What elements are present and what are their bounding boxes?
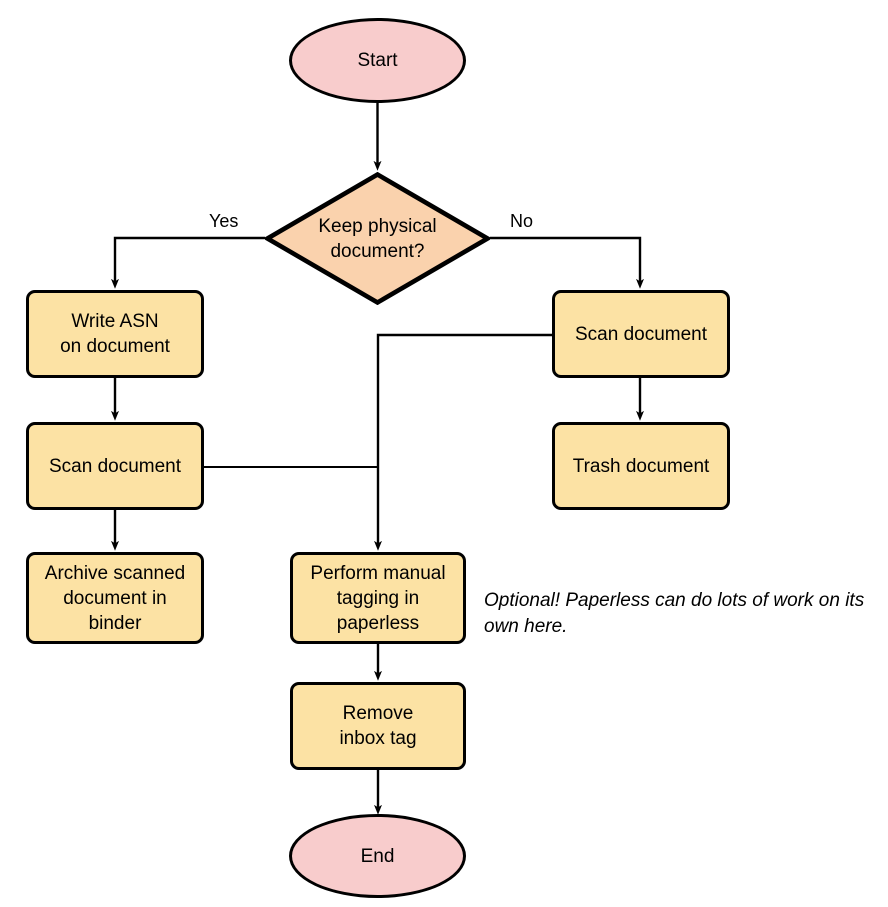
node-scan-document-right-label: Scan document: [574, 323, 708, 345]
node-perform-manual-tagging[interactable]: Perform manual tagging in paperless: [290, 552, 466, 644]
node-archive-scanned-document-label: Archive scanned document in binder: [45, 561, 185, 636]
node-archive-label-line3: binder: [88, 612, 142, 634]
node-remove-inbox-tag[interactable]: Remove inbox tag: [290, 682, 466, 770]
node-write-asn[interactable]: Write ASN on document: [26, 290, 204, 378]
node-remove-inbox-label-line2: inbox tag: [339, 728, 417, 749]
node-start[interactable]: Start: [289, 18, 466, 103]
node-trash-document-label: Trash document: [572, 455, 710, 477]
node-scan-document-left[interactable]: Scan document: [26, 422, 204, 510]
node-remove-inbox-tag-label: Remove inbox tag: [339, 701, 416, 751]
edge-decision-yes-to-write-asn: [111, 236, 265, 289]
node-write-asn-label: Write ASN on document: [60, 309, 170, 359]
node-remove-inbox-label-line1: Remove: [342, 703, 414, 724]
annotation-optional-note: Optional! Paperless can do lots of work …: [484, 590, 865, 637]
node-write-asn-label-line2: on document: [60, 336, 170, 357]
node-tagging-label-line2: tagging in: [336, 587, 420, 609]
node-write-asn-label-line1: Write ASN: [71, 311, 159, 332]
edge-label-no: No: [510, 211, 534, 231]
node-scan-document-right[interactable]: Scan document: [552, 290, 730, 378]
node-archive-label-line2: document in: [63, 587, 167, 609]
node-decision-label-line2: document?: [330, 240, 425, 262]
diamond-shape: [265, 172, 490, 305]
node-tagging-label-line3: paperless: [336, 612, 420, 634]
node-decision-label: Keep physical document?: [298, 214, 458, 264]
node-scan-document-left-label: Scan document: [48, 455, 182, 477]
node-end-label: End: [360, 845, 395, 867]
node-trash-document[interactable]: Trash document: [552, 422, 730, 510]
edge-scan-right-to-tagging: [374, 333, 552, 551]
node-perform-manual-tagging-label: Perform manual tagging in paperless: [310, 561, 445, 636]
node-archive-label-line1: Archive scanned: [44, 562, 186, 584]
edge-decision-no-to-scan-right: [490, 236, 644, 289]
node-start-label: Start: [357, 50, 398, 71]
node-decision-label-line1: Keep physical: [318, 215, 437, 237]
node-archive-scanned-document[interactable]: Archive scanned document in binder: [26, 552, 204, 644]
edge-label-yes: Yes: [209, 211, 239, 231]
node-tagging-label-line1: Perform manual: [310, 562, 446, 584]
node-decision[interactable]: Keep physical document?: [265, 172, 490, 305]
node-end[interactable]: End: [289, 814, 466, 898]
